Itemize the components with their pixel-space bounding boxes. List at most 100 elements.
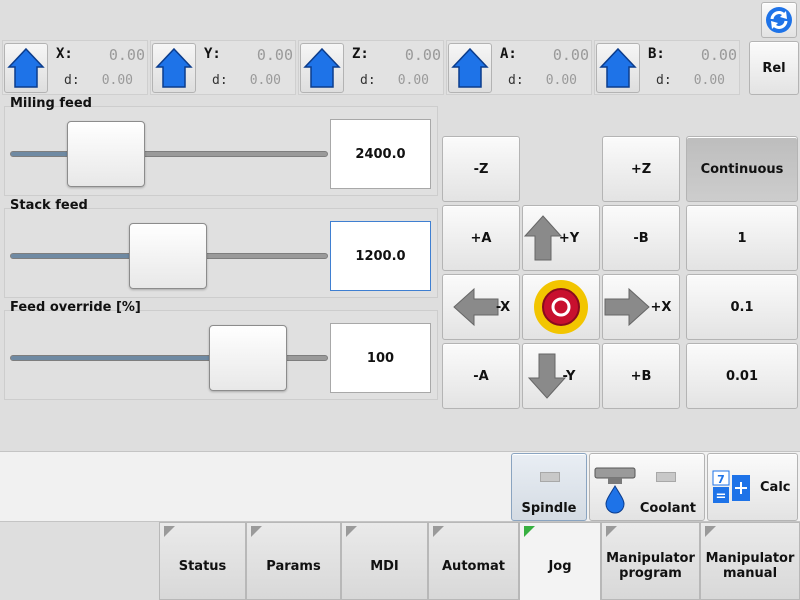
stack-feed-track-fill xyxy=(11,254,131,258)
jog-minus-x-label: -X xyxy=(495,299,511,315)
axis-z-label: Z: xyxy=(352,46,369,62)
coolant-label: Coolant xyxy=(639,501,696,516)
jog-plus-a-button[interactable]: +A xyxy=(442,205,520,271)
stack-feed-title: Stack feed xyxy=(10,198,88,213)
tab-indicator xyxy=(251,526,262,537)
axis-a-label: A: xyxy=(500,46,517,62)
spindle-indicator xyxy=(540,472,560,482)
calc-label: Calc xyxy=(760,479,791,495)
home-y-button[interactable] xyxy=(152,43,196,93)
tab-status-label: Status xyxy=(178,558,227,574)
axis-b-value: 0.00 xyxy=(700,46,737,64)
tab-mdi-label: MDI xyxy=(370,558,399,574)
tab-mdi[interactable]: MDI xyxy=(341,522,428,600)
home-icon xyxy=(155,47,193,88)
axis-y-d-label: d: xyxy=(212,73,228,88)
rel-button[interactable]: Rel xyxy=(749,41,799,95)
feed-override-track[interactable] xyxy=(10,355,328,361)
spindle-button[interactable]: Spindle xyxy=(511,453,587,521)
tab-indicator xyxy=(524,526,535,537)
jog-minus-z-button[interactable]: -Z xyxy=(442,136,520,202)
tab-manipulator-manual[interactable]: Manipulator manual xyxy=(700,522,800,600)
tab-manipulator-program[interactable]: Manipulator program xyxy=(601,522,700,600)
axis-y-value: 0.00 xyxy=(256,46,293,64)
svg-text:=: = xyxy=(716,489,727,504)
home-a-button[interactable] xyxy=(448,43,492,93)
axis-x-value: 0.00 xyxy=(108,46,145,64)
coolant-icon xyxy=(594,467,636,514)
axis-x-label: X: xyxy=(56,46,73,62)
feed-override-value[interactable]: 100 xyxy=(330,323,431,393)
jog-minus-b-button[interactable]: -B xyxy=(602,205,680,271)
axis-a-d-value: 0.00 xyxy=(545,73,577,88)
tab-indicator xyxy=(606,526,617,537)
coolant-button[interactable]: Coolant xyxy=(589,453,705,521)
home-x-button[interactable] xyxy=(4,43,48,93)
arrow-down-icon xyxy=(527,353,566,399)
jog-minus-x-button[interactable]: -X xyxy=(442,274,520,340)
jog-plus-x-label: +X xyxy=(650,299,672,315)
axis-a-d-label: d: xyxy=(508,73,524,88)
tab-params-label: Params xyxy=(266,558,321,574)
home-icon xyxy=(303,47,341,88)
feed-override-title: Feed override [%] xyxy=(10,300,141,315)
jog-plus-b-button[interactable]: +B xyxy=(602,343,680,409)
home-b-button[interactable] xyxy=(596,43,640,93)
axis-y-label: Y: xyxy=(204,46,221,62)
axis-z-d-label: d: xyxy=(360,73,376,88)
arrow-up-icon xyxy=(523,215,562,261)
step-0-01-button[interactable]: 0.01 xyxy=(686,343,798,409)
home-z-button[interactable] xyxy=(300,43,344,93)
tab-manipulator-manual-label: Manipulator manual xyxy=(705,551,795,581)
tab-indicator xyxy=(164,526,175,537)
axis-b-d-value: 0.00 xyxy=(693,73,725,88)
tab-automat[interactable]: Automat xyxy=(428,522,519,600)
axis-x-d-value: 0.00 xyxy=(101,73,133,88)
axis-a-value: 0.00 xyxy=(552,46,589,64)
arrow-left-icon xyxy=(453,287,499,327)
refresh-icon xyxy=(766,7,792,33)
feed-override-track-fill xyxy=(11,356,211,360)
stack-feed-value[interactable]: 1200.0 xyxy=(330,221,431,291)
step-0-1-button[interactable]: 0.1 xyxy=(686,274,798,340)
miling-feed-value[interactable]: 2400.0 xyxy=(330,119,431,189)
svg-text:7: 7 xyxy=(717,473,725,486)
jog-minus-a-button[interactable]: -A xyxy=(442,343,520,409)
axis-y-d-value: 0.00 xyxy=(249,73,281,88)
miling-feed-track[interactable] xyxy=(10,151,328,157)
step-continuous-button[interactable]: Continuous xyxy=(686,136,798,202)
axis-x-d-label: d: xyxy=(64,73,80,88)
axis-b-d-label: d: xyxy=(656,73,672,88)
coolant-indicator xyxy=(656,472,676,482)
calc-button[interactable]: 7 = Calc xyxy=(707,453,798,521)
emergency-stop-button[interactable] xyxy=(522,274,600,340)
feed-override-slider-handle[interactable] xyxy=(209,325,287,391)
stop-icon xyxy=(534,280,588,334)
tab-jog-label: Jog xyxy=(548,559,572,574)
jog-plus-x-button[interactable]: +X xyxy=(602,274,680,340)
jog-minus-y-label: -Y xyxy=(562,368,576,384)
step-1-button[interactable]: 1 xyxy=(686,205,798,271)
tab-jog[interactable]: Jog xyxy=(519,522,601,600)
home-icon xyxy=(7,47,45,88)
tab-status[interactable]: Status xyxy=(159,522,246,600)
jog-plus-y-button[interactable]: +Y xyxy=(522,205,600,271)
home-icon xyxy=(451,47,489,88)
tab-indicator xyxy=(433,526,444,537)
refresh-button[interactable] xyxy=(761,2,797,38)
tab-indicator xyxy=(705,526,716,537)
jog-minus-y-button[interactable]: -Y xyxy=(522,343,600,409)
tab-automat-label: Automat xyxy=(442,558,505,574)
home-icon xyxy=(599,47,637,88)
spindle-label: Spindle xyxy=(521,501,577,516)
miling-feed-slider-handle[interactable] xyxy=(67,121,145,187)
tab-params[interactable]: Params xyxy=(246,522,341,600)
tab-manipulator-program-label: Manipulator program xyxy=(606,551,695,581)
axis-b-label: B: xyxy=(648,46,665,62)
miling-feed-track-fill xyxy=(11,152,69,156)
calculator-icon: 7 = xyxy=(712,470,750,504)
arrow-right-icon xyxy=(604,287,650,327)
stack-feed-slider-handle[interactable] xyxy=(129,223,207,289)
tab-indicator xyxy=(346,526,357,537)
jog-plus-z-button[interactable]: +Z xyxy=(602,136,680,202)
